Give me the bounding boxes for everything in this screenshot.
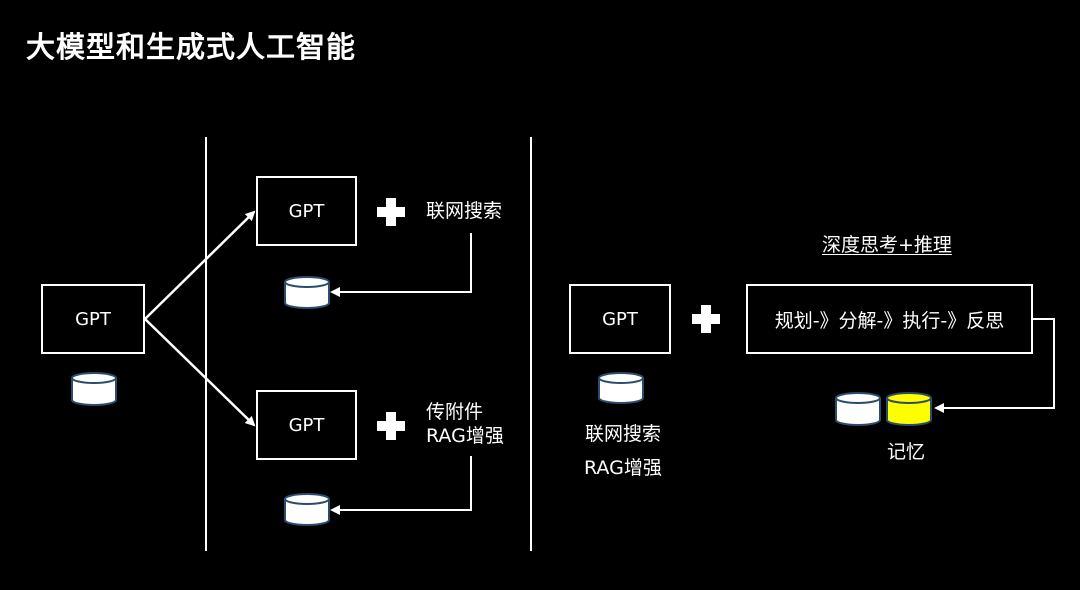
process-steps: 规划-》分解-》执行-》反思 [774,309,1005,332]
right-db-label-rag: RAG增强 [584,457,662,479]
database-icon [284,276,330,309]
page-title: 大模型和生成式人工智能 [26,30,357,64]
gpt-box-middle-top: GPT [256,176,357,246]
database-icon [71,372,117,406]
arrow-search-to-db [330,233,472,297]
gpt-label: GPT [75,308,111,330]
database-icon [284,493,330,526]
addon-web-search: 联网搜索 [426,200,503,222]
arrow-to-top-gpt [144,210,256,320]
gpt-box-left: GPT [41,284,145,354]
database-icon [598,372,644,404]
addon-attachment: 传附件 [426,401,484,423]
memory-label: 记忆 [887,441,926,463]
reasoning-heading: 深度思考+推理 [822,234,952,256]
addon-rag: RAG增强 [426,425,504,447]
arrow-rag-to-db [330,456,472,515]
gpt-box-right: GPT [569,284,671,354]
database-memory-icon [886,392,932,426]
gpt-label: GPT [602,308,638,330]
gpt-label: GPT [288,200,325,222]
divider-left [205,137,207,551]
divider-right [530,137,532,551]
gpt-box-middle-bottom: GPT [256,390,357,460]
gpt-label: GPT [288,414,325,436]
process-box: 规划-》分解-》执行-》反思 [746,284,1033,354]
arrow-to-bottom-gpt [144,318,256,427]
plus-icon [692,305,720,333]
plus-icon [377,198,405,226]
right-db-label-search: 联网搜索 [585,423,662,445]
arrow-process-to-memory [934,318,1055,413]
database-icon [835,392,881,426]
plus-icon [377,412,405,440]
